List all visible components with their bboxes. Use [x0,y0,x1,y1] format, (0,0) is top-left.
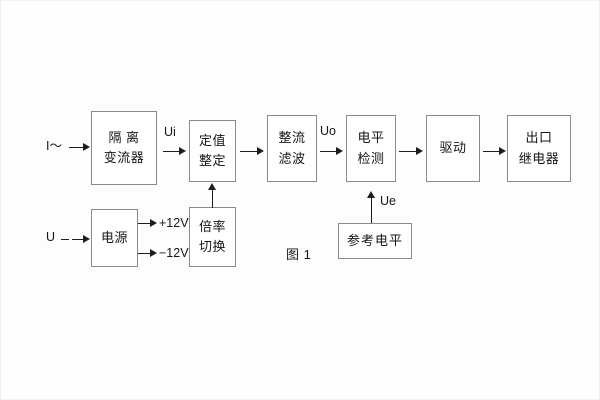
drive-to-relay-line [483,151,500,152]
block-output-relay-line-2: 继电器 [518,150,560,166]
block-rectify-filter-line-1: 整流 [278,130,306,146]
block-power-supply[interactable]: 电源 [91,209,138,267]
signal-uo-label: Uo [320,124,336,138]
block-level-detect-line-1: 电平 [357,130,385,146]
block-drive[interactable]: 驱动 [426,115,480,182]
block-power-supply-line-1: 电源 [100,229,128,245]
block-setting-value-line-1: 定值 [198,132,226,148]
block-rectify-filter-line-2: 滤波 [278,150,306,166]
block-drive-line-1: 驱动 [439,140,467,156]
ue-connector-line [371,197,372,223]
block-level-detect[interactable]: 电平 检测 [346,115,396,182]
ratio-to-setting-line [212,190,213,208]
voltage-input-arrowhead [83,234,90,243]
rail-negative-label: −12V [159,246,189,260]
current-input-label: I～ [46,139,62,153]
block-reference-level[interactable]: 参考电平 [338,223,412,259]
block-output-relay-line-1: 出口 [525,130,553,146]
rail-negative-arrowhead [150,248,157,257]
rail-positive-label: +12V [159,216,189,230]
block-setting-value[interactable]: 定值 整定 [189,120,236,182]
ui-connector-arrowhead [179,146,186,155]
rail-negative-line [138,253,151,254]
setting-to-rectify-line [240,151,258,152]
rail-positive-line [138,223,151,224]
block-isolation-ct-line-1: 隔 离 [108,129,140,145]
level-to-drive-line [399,151,417,152]
block-reference-level-line-1: 参考电平 [346,232,403,248]
drive-to-relay-arrowhead [499,146,506,155]
current-input-line [69,147,84,148]
block-level-detect-line-2: 检测 [357,150,385,166]
ui-connector-line [163,151,180,152]
uo-connector-arrowhead [336,146,343,155]
block-ratio-switch-line-1: 倍率 [198,218,226,234]
block-ratio-switch-line-2: 切换 [198,239,226,254]
rail-positive-arrowhead [150,218,157,227]
signal-ui-label: Ui [164,125,176,139]
voltage-input-dash [61,239,69,240]
level-to-drive-arrowhead [416,146,423,155]
figure-caption: 图 1 [286,247,312,262]
block-setting-value-line-2: 整定 [198,153,226,168]
current-input-arrowhead [83,142,90,151]
block-isolation-ct[interactable]: 隔 离 变流器 [91,111,157,185]
ratio-to-setting-arrowhead [208,183,216,190]
block-ratio-switch[interactable]: 倍率 切换 [189,207,236,267]
block-rectify-filter[interactable]: 整流 滤波 [267,115,317,182]
voltage-input-label: U [46,230,56,244]
ue-connector-arrowhead [367,191,375,198]
block-isolation-ct-line-2: 变流器 [103,150,145,165]
voltage-input-line [72,239,84,240]
setting-to-rectify-arrowhead [257,146,264,155]
block-output-relay[interactable]: 出口 继电器 [507,115,571,182]
signal-ue-label: Ue [380,194,396,208]
uo-connector-line [320,151,337,152]
